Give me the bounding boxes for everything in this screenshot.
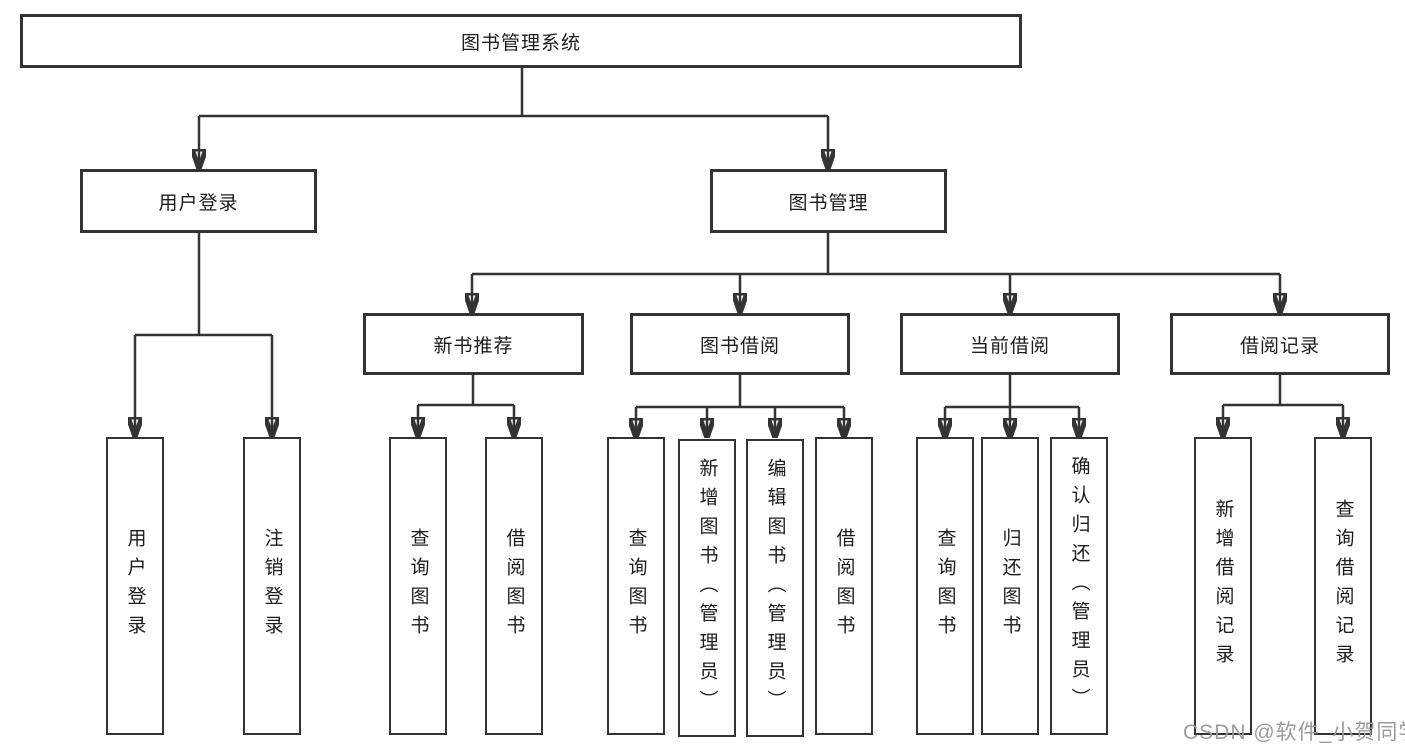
leaf-label: 查询借阅记录 xyxy=(1332,499,1354,673)
connector-book-borrowing-children xyxy=(636,375,844,438)
csdn-watermark: CSDN @软件_小贺同学 xyxy=(1183,721,1405,744)
leaf-label: 编辑图书（管理员） xyxy=(764,457,786,719)
node-library-management-system: 图书管理系统 xyxy=(20,14,1022,68)
leaf-label: 确认归还（管理员） xyxy=(1068,455,1090,717)
leaf-logout: 注销登录 xyxy=(243,437,301,735)
node-label: 用户登录 xyxy=(158,192,239,214)
leaf-borrow-books-2: 借阅图书 xyxy=(815,437,873,735)
leaf-borrow-books-1: 借阅图书 xyxy=(485,437,543,735)
connector-borrowing-records-children xyxy=(1223,375,1343,437)
leaf-query-books-1: 查询图书 xyxy=(389,437,447,735)
leaf-return-book: 归还图书 xyxy=(981,437,1039,735)
leaf-query-borrow-record: 查询借阅记录 xyxy=(1314,437,1372,735)
leaf-label: 注销登录 xyxy=(261,528,283,644)
leaf-label: 新增图书（管理员） xyxy=(696,457,718,719)
node-label: 当前借阅 xyxy=(969,335,1050,357)
node-book-management: 图书管理 xyxy=(710,169,947,233)
node-new-book-recommendation: 新书推荐 xyxy=(363,313,584,375)
leaf-confirm-return-admin: 确认归还（管理员） xyxy=(1050,437,1108,735)
node-label: 图书管理系统 xyxy=(460,32,581,54)
leaf-label: 查询图书 xyxy=(934,528,956,644)
node-book-borrowing: 图书借阅 xyxy=(630,313,850,375)
node-label: 图书管理 xyxy=(788,192,869,214)
leaf-label: 借阅图书 xyxy=(503,528,525,644)
connector-book-management-to-level2 xyxy=(472,233,1280,313)
connector-new-book-recommendation-children xyxy=(418,375,514,437)
leaf-user-login: 用户登录 xyxy=(106,437,164,735)
connector-root-to-level1 xyxy=(199,68,828,169)
node-current-borrowing: 当前借阅 xyxy=(900,313,1120,375)
leaf-label: 新增借阅记录 xyxy=(1212,499,1234,673)
leaf-label: 归还图书 xyxy=(999,528,1021,644)
node-label: 图书借阅 xyxy=(699,335,780,357)
leaf-label: 用户登录 xyxy=(124,528,146,644)
connector-user-login-children xyxy=(135,233,272,437)
leaf-edit-book-admin: 编辑图书（管理员） xyxy=(746,439,804,737)
leaf-query-books-2: 查询图书 xyxy=(607,437,665,735)
leaf-add-borrow-record: 新增借阅记录 xyxy=(1194,437,1252,735)
node-borrowing-records: 借阅记录 xyxy=(1170,313,1390,375)
leaf-label: 借阅图书 xyxy=(833,528,855,644)
node-label: 借阅记录 xyxy=(1239,335,1320,357)
node-user-login: 用户登录 xyxy=(80,169,317,233)
leaf-add-book-admin: 新增图书（管理员） xyxy=(678,439,736,737)
connector-current-borrowing-children xyxy=(945,375,1079,438)
leaf-label: 查询图书 xyxy=(407,528,429,644)
node-label: 新书推荐 xyxy=(433,335,514,357)
leaf-label: 查询图书 xyxy=(625,528,647,644)
leaf-query-books-3: 查询图书 xyxy=(916,437,974,735)
